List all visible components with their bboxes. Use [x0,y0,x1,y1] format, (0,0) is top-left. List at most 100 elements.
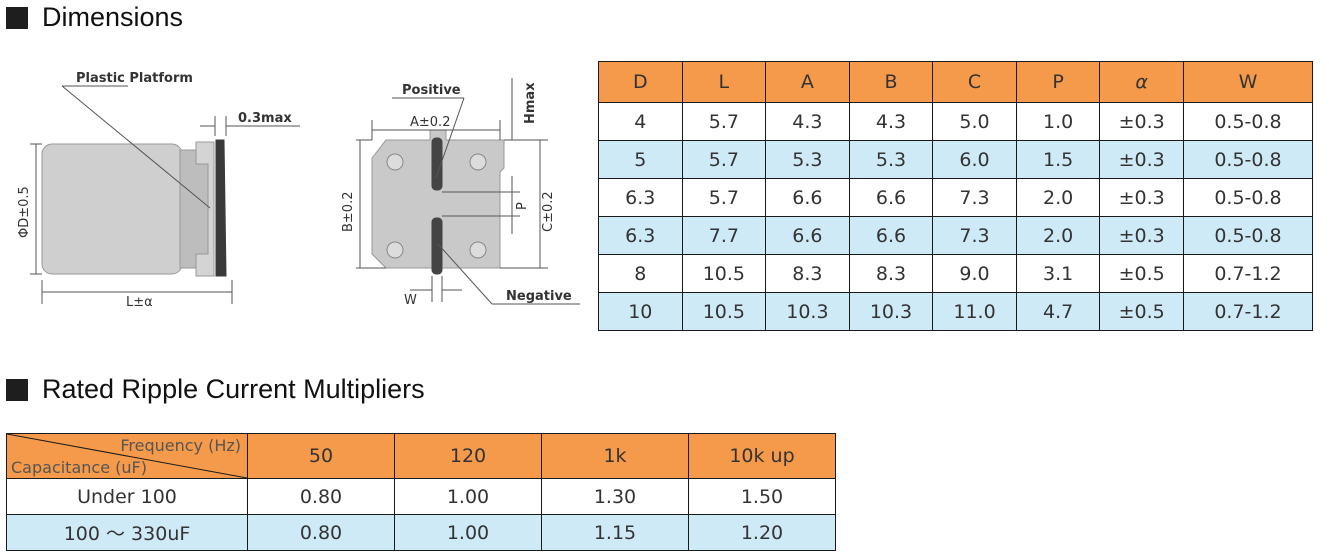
table-row: 5 5.7 5.3 5.3 6.0 1.5 ±0.3 0.5-0.8 [598,140,1313,179]
phi-d-label: ΦD±0.5 [17,186,32,238]
table-cell: ±0.3 [1099,178,1184,217]
column-header: 120 [394,433,542,479]
table-row: 10 10.5 10.3 10.3 11.0 4.7 ±0.5 0.7-1.2 [598,292,1313,331]
frequency-label: Frequency (Hz) [120,436,241,455]
column-header: W [1183,61,1313,103]
table-cell: 4.3 [765,102,850,141]
b-label: B±0.2 [341,192,356,233]
column-header: C [932,61,1017,103]
capacitor-dimension-diagram: Plastic Platform 0.3max ΦD±0.5 L±α Posit… [17,71,580,310]
column-header: α [1099,61,1184,103]
table-cell: 7.7 [681,216,767,255]
column-header: B [848,61,934,103]
table-cell: 8.3 [765,254,850,293]
table-cell: 10.5 [681,292,767,331]
table-cell: 5.7 [681,140,767,179]
platform-step-shape [195,141,215,277]
table-cell: 0.5-0.8 [1183,216,1313,255]
positive-label: Positive [402,83,461,98]
table-row: Under 100 0.80 1.00 1.30 1.50 [6,478,836,515]
corner-header-cell: Frequency (Hz) Capacitance (uF) [6,433,248,479]
table-row: 6.3 7.7 6.6 6.6 7.3 2.0 ±0.3 0.5-0.8 [598,216,1313,255]
table-cell: 4.7 [1015,292,1101,331]
dimensions-heading: Dimensions [6,2,183,33]
table-cell: 3.1 [1015,254,1101,293]
plastic-platform-label: Plastic Platform [76,71,193,86]
table-cell: ±0.3 [1099,140,1184,179]
table-cell: 1.00 [394,514,542,551]
table-cell: 5.7 [681,102,767,141]
table-cell: 0.5-0.8 [1183,102,1313,141]
square-bullet-icon [6,378,28,401]
ripple-multiplier-table: Frequency (Hz) Capacitance (uF) 50 120 1… [6,433,836,551]
table-header-row: D L A B C P α W [598,61,1313,103]
table-cell: 6.6 [765,178,850,217]
ripple-heading: Rated Ripple Current Multipliers [6,374,425,405]
capacitor-body-side [41,143,183,275]
corner-diagonal-line [7,434,247,478]
table-cell: 10.3 [848,292,934,331]
table-cell: 5.7 [681,178,767,217]
terminal-lead-shape [215,139,227,277]
table-cell: 6.6 [848,216,934,255]
table-cell: ±0.3 [1099,102,1184,141]
table-cell: 8 [598,254,683,293]
dimensions-title: Dimensions [42,2,184,32]
table-cell: 2.0 [1015,178,1101,217]
table-cell: 0.5-0.8 [1183,140,1313,179]
column-header: 50 [247,433,395,479]
table-cell: ±0.5 [1099,292,1184,331]
dimensions-table: D L A B C P α W 4 5.7 4.3 4.3 5.0 1.0 ±0… [598,61,1313,331]
table-row: 4 5.7 4.3 4.3 5.0 1.0 ±0.3 0.5-0.8 [598,102,1313,141]
column-header: 10k up [688,433,836,479]
row-label-cell: Under 100 [6,478,248,515]
c-label: C±0.2 [541,191,556,232]
table-cell: 0.80 [247,478,395,515]
table-cell: 7.3 [932,178,1017,217]
table-cell: 0.7-1.2 [1183,292,1313,331]
table-row: 8 10.5 8.3 8.3 9.0 3.1 ±0.5 0.7-1.2 [598,254,1313,293]
table-cell: 5.0 [932,102,1017,141]
table-cell: 6.3 [598,178,683,217]
table-cell: 1.5 [1015,140,1101,179]
table-cell: ±0.5 [1099,254,1184,293]
column-header: D [598,61,683,103]
max-03-label: 0.3max [238,111,292,126]
table-cell: 4.3 [848,102,934,141]
a-label: A±0.2 [410,115,450,130]
table-cell: 0.5-0.8 [1183,178,1313,217]
table-cell: 11.0 [932,292,1017,331]
table-cell: 6.6 [765,216,850,255]
table-cell: 5.3 [765,140,850,179]
mount-hole-top [386,153,404,171]
table-cell: 1.00 [394,478,542,515]
table-cell: 6.3 [598,216,683,255]
table-cell: 7.3 [932,216,1017,255]
table-cell: 1.30 [541,478,689,515]
column-header: L [681,61,767,103]
table-cell: 6.6 [848,178,934,217]
negative-terminal [431,217,443,275]
table-cell: 4 [598,102,683,141]
table-header-row: Frequency (Hz) Capacitance (uF) 50 120 1… [6,433,836,479]
table-cell: ±0.3 [1099,216,1184,255]
table-cell: 10.3 [765,292,850,331]
mount-hole-right [469,153,487,171]
table-cell: 9.0 [932,254,1017,293]
table-cell: 1.20 [688,514,836,551]
column-header: P [1015,61,1101,103]
row-label-cell: 100 ～ 330uF [6,514,248,551]
table-cell: 10 [598,292,683,331]
table-cell: 10.5 [681,254,767,293]
table-cell: 8.3 [848,254,934,293]
column-header: 1k [541,433,689,479]
mount-hole-bottom-right [469,241,487,259]
table-cell: 5 [598,140,683,179]
table-cell: 2.0 [1015,216,1101,255]
table-row: 100 ～ 330uF 0.80 1.00 1.15 1.20 [6,514,836,551]
column-header: A [765,61,850,103]
table-cell: 6.0 [932,140,1017,179]
table-cell: 1.15 [541,514,689,551]
negative-label: Negative [506,289,572,304]
table-cell: 0.7-1.2 [1183,254,1313,293]
